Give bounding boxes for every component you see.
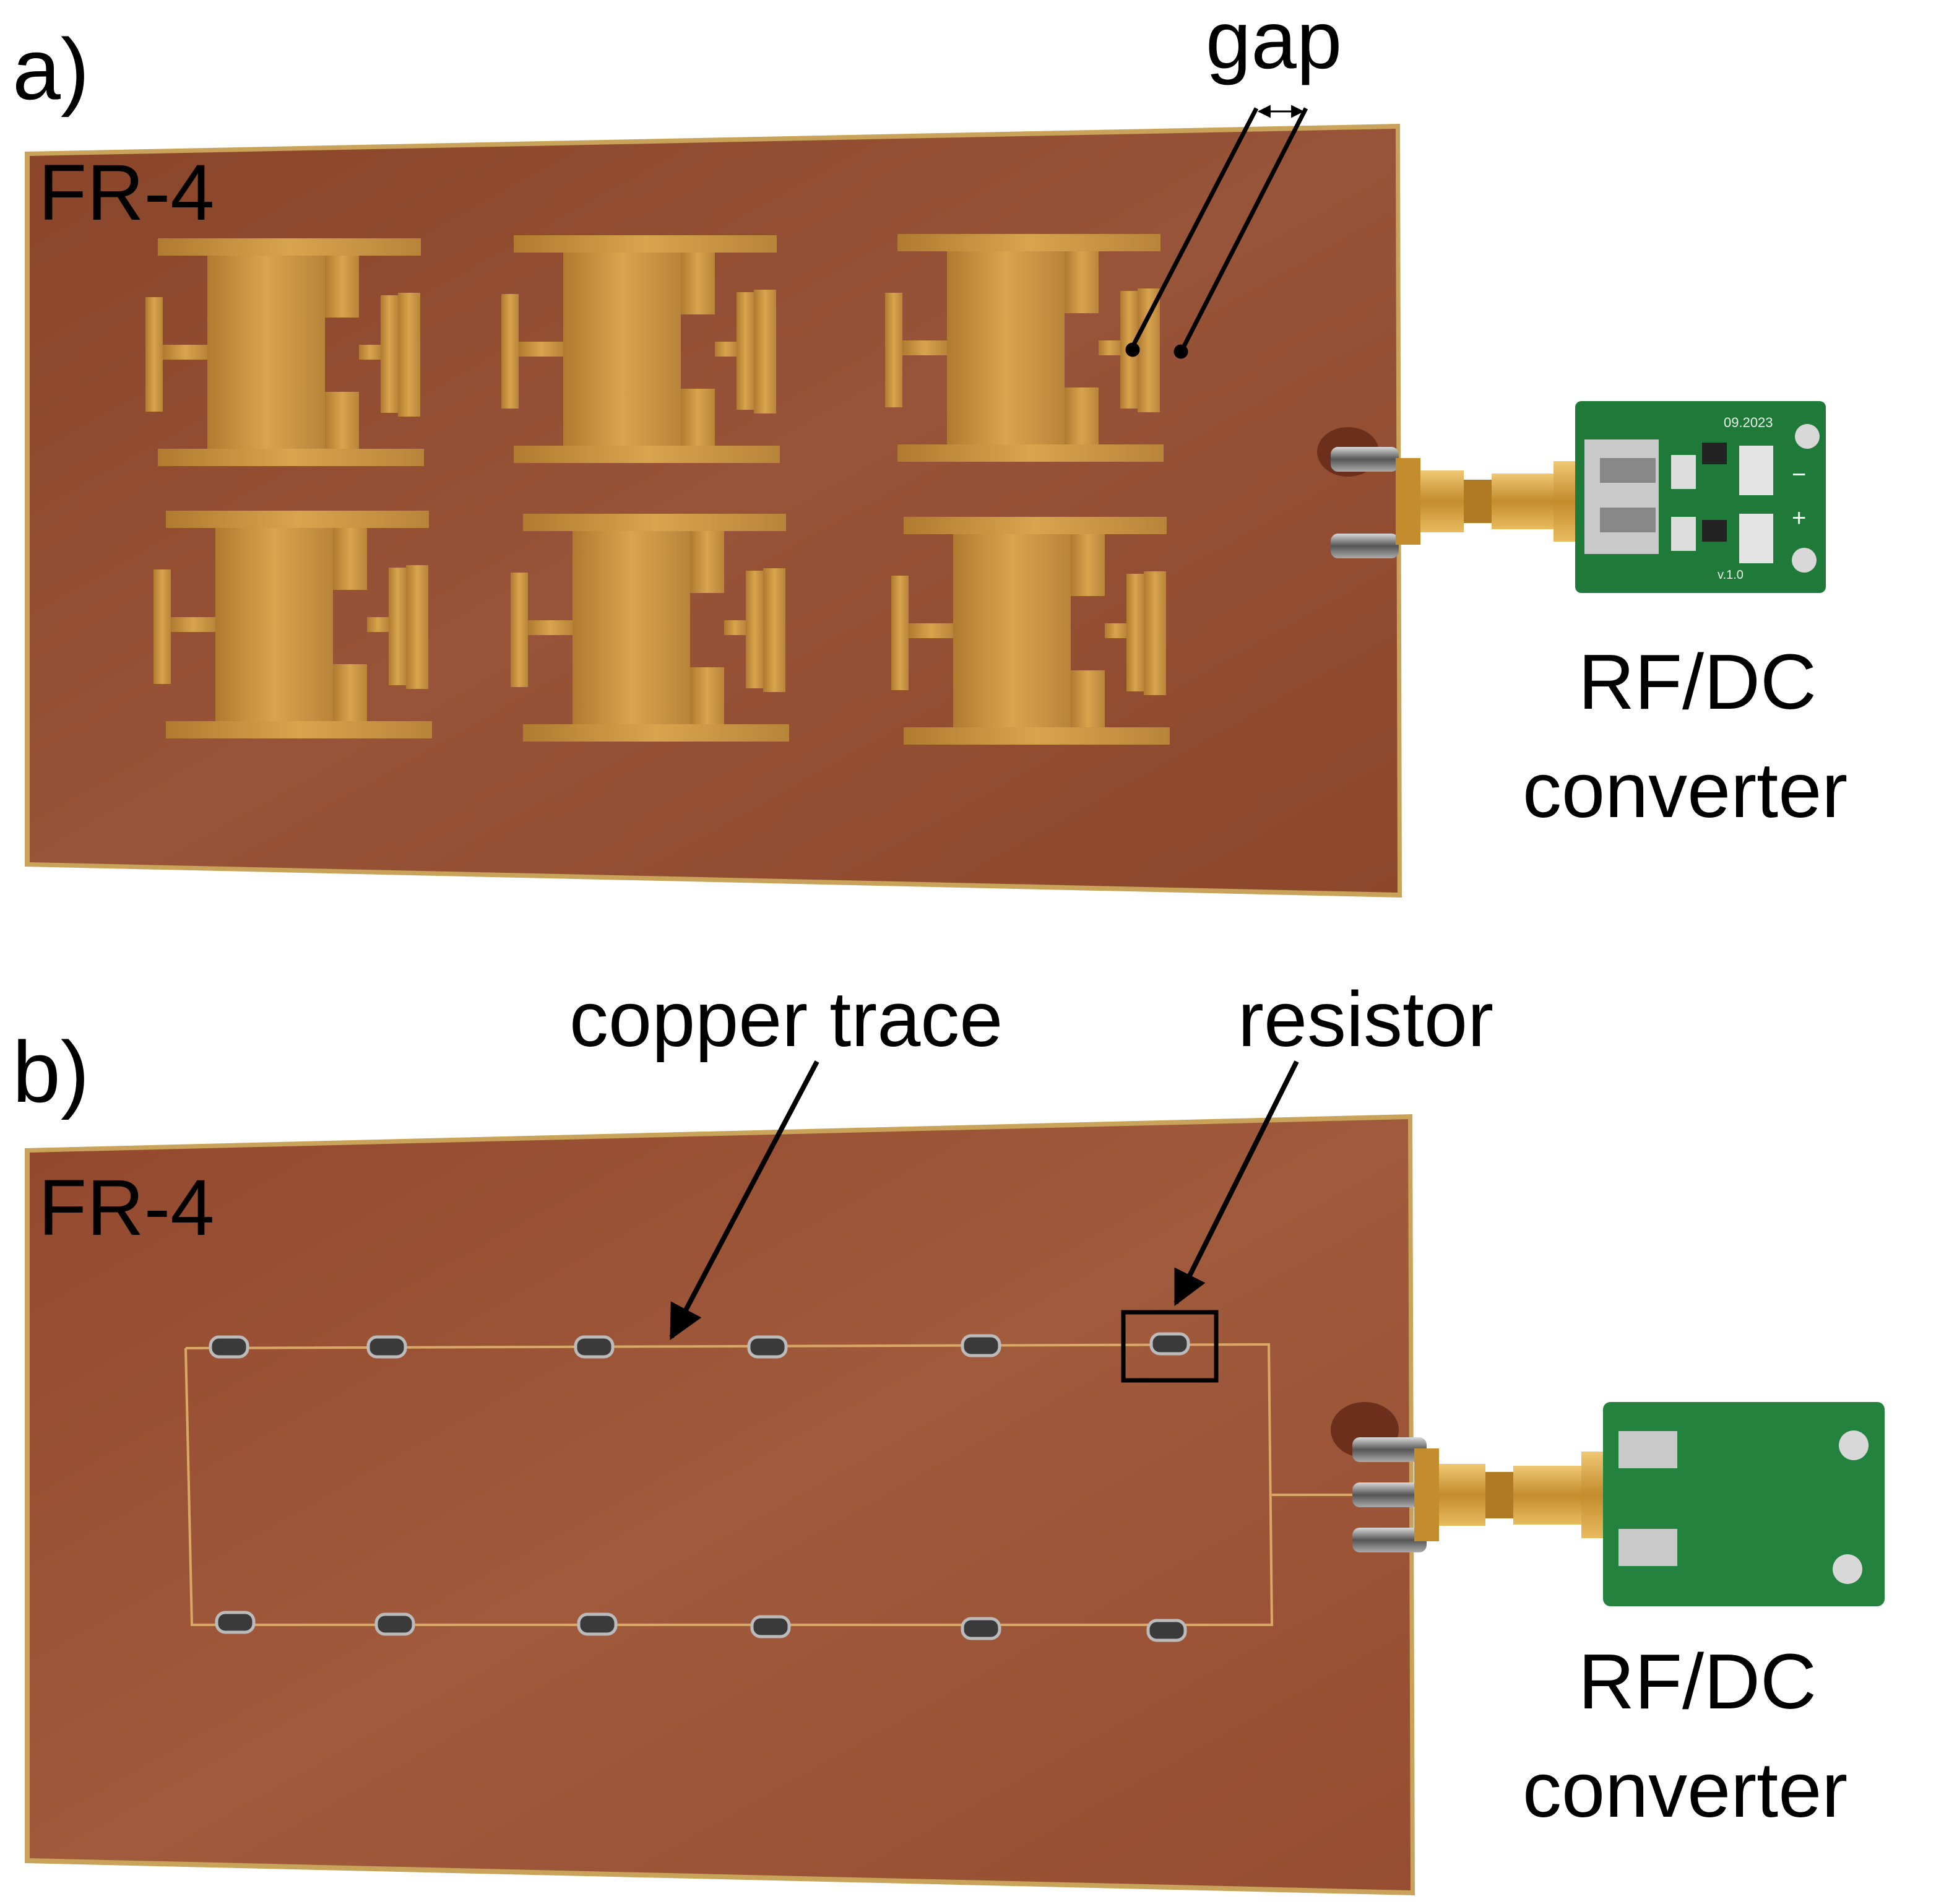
resistor-highlight-box: [1121, 1310, 1219, 1383]
module-silkscreen-date: 09.2023: [1724, 415, 1773, 430]
module-minus-mark: −: [1792, 461, 1806, 488]
rfdc-module-b: [1603, 1402, 1885, 1606]
gap-indicator: [1125, 105, 1308, 359]
substrate-label-a: FR-4: [38, 149, 214, 237]
resistors-bottom-row: [215, 1611, 1187, 1642]
converter-label-a-line2: converter: [1523, 746, 1847, 834]
feed-pins-b: [1331, 1402, 1427, 1552]
gap-label: gap: [1206, 0, 1342, 85]
module-silkscreen-version: v.1.0: [1718, 568, 1744, 582]
copper-trace-arrow: [669, 1060, 819, 1340]
panel-a-label: a): [12, 20, 89, 118]
feed-pins-a: [1317, 427, 1399, 558]
panel-a: 09.2023 v.1.0 − + a) FR-4 gap RF/DC conv…: [12, 0, 1847, 898]
fr4-board-bottom: [25, 1114, 1415, 1895]
resistor-label: resistor: [1238, 976, 1493, 1063]
panel-b-label: b): [12, 1023, 89, 1120]
resistors-top-row: [209, 1332, 1190, 1359]
converter-label-a-line1: RF/DC: [1578, 638, 1817, 725]
resistor-arrow: [1173, 1060, 1299, 1307]
panel-b: b) FR-4 copper trace resistor RF/DC conv…: [12, 976, 1885, 1895]
converter-label-b-line2: converter: [1523, 1746, 1847, 1833]
module-plus-mark: +: [1792, 504, 1806, 532]
copper-trace-label: copper trace: [569, 976, 1003, 1063]
substrate-label-b: FR-4: [38, 1164, 214, 1252]
converter-label-b-line1: RF/DC: [1578, 1638, 1817, 1725]
rfdc-module-a: 09.2023 v.1.0 − +: [1575, 401, 1826, 593]
